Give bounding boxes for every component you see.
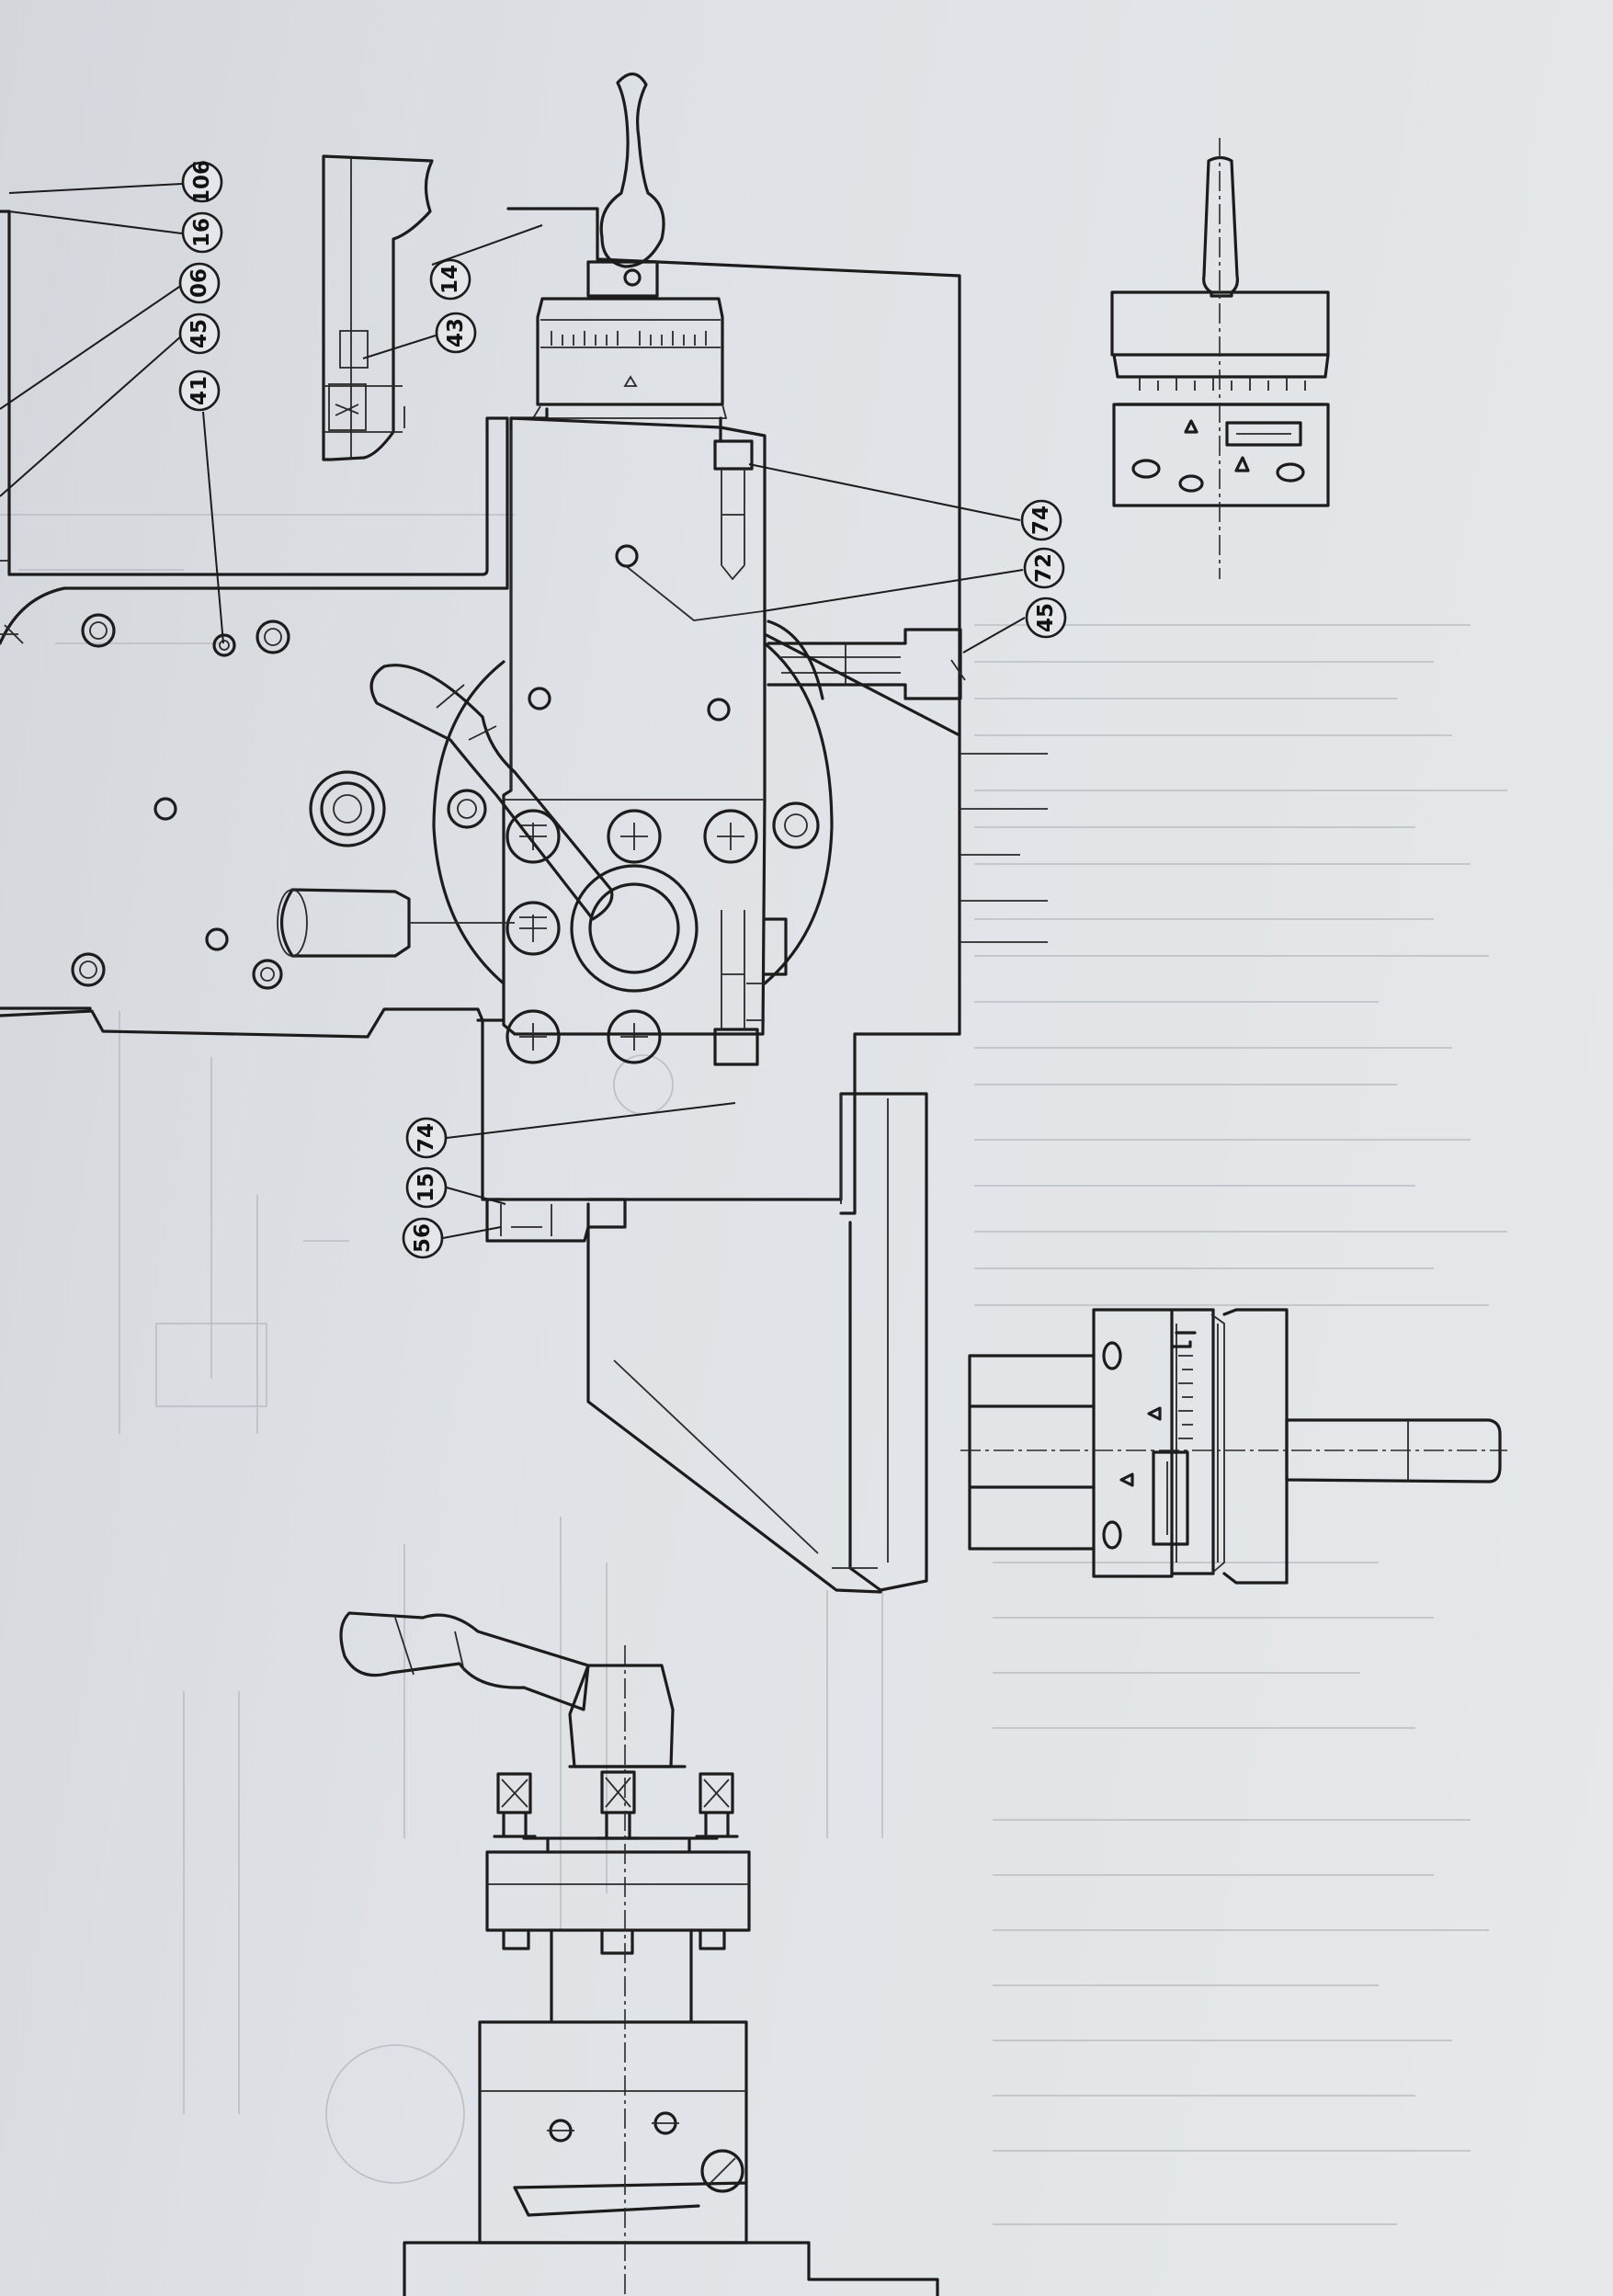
side-handle — [280, 888, 411, 958]
left-plate-pins — [0, 544, 731, 990]
callout-6: 43 — [435, 312, 477, 354]
callout-bubbles: 106 16 06 45 41 14 43 74 72 45 74 15 56 — [178, 160, 1067, 1259]
leader-lines — [0, 183, 1026, 1239]
callout-8: 72 — [1023, 547, 1065, 589]
callout-0: 106 — [181, 160, 223, 204]
dial-ticks — [551, 331, 707, 346]
callout-label: 45 — [1034, 603, 1058, 632]
main-assembly-view — [0, 72, 1048, 1594]
left-housing-outline — [0, 210, 509, 645]
dial-collar — [536, 297, 724, 406]
callout-label: 72 — [1032, 553, 1056, 583]
callout-label: 15 — [415, 1173, 438, 1202]
callout-label: 45 — [187, 319, 211, 348]
callout-label: 41 — [187, 376, 211, 405]
callout-label: 43 — [444, 318, 468, 347]
callout-label: 14 — [438, 265, 462, 294]
callout-4: 41 — [178, 369, 221, 412]
bolt-pattern — [447, 789, 820, 1064]
tool-post-wedge — [586, 1092, 928, 1594]
callout-7: 74 — [1020, 499, 1062, 541]
callout-3: 45 — [178, 313, 221, 355]
swivel-disc — [432, 660, 505, 985]
rear-plate-outline — [506, 207, 961, 1215]
callout-label: 106 — [190, 160, 214, 204]
callout-label: 56 — [411, 1223, 435, 1253]
callout-label: 16 — [190, 218, 214, 247]
top-handle — [599, 72, 665, 268]
callout-9: 45 — [1025, 597, 1067, 639]
detail-view-mid-right — [960, 1308, 1507, 1585]
callout-11: 15 — [405, 1166, 448, 1209]
detail-view-bottom — [339, 1611, 939, 2296]
clamp-lever — [369, 664, 614, 921]
section-detail — [322, 154, 434, 461]
slide-block — [502, 416, 767, 1036]
show-through-ghost — [0, 514, 1507, 2225]
callout-12: 56 — [402, 1217, 444, 1259]
callout-label: 06 — [187, 268, 211, 298]
callout-2: 06 — [178, 262, 221, 304]
central-boss — [570, 864, 699, 993]
callout-label: 74 — [1029, 506, 1053, 535]
detail-view-top-right — [1110, 138, 1330, 579]
callout-1: 16 — [181, 211, 223, 254]
callout-10: 74 — [405, 1117, 448, 1159]
callout-5: 14 — [429, 258, 471, 301]
callout-label: 74 — [415, 1123, 438, 1153]
